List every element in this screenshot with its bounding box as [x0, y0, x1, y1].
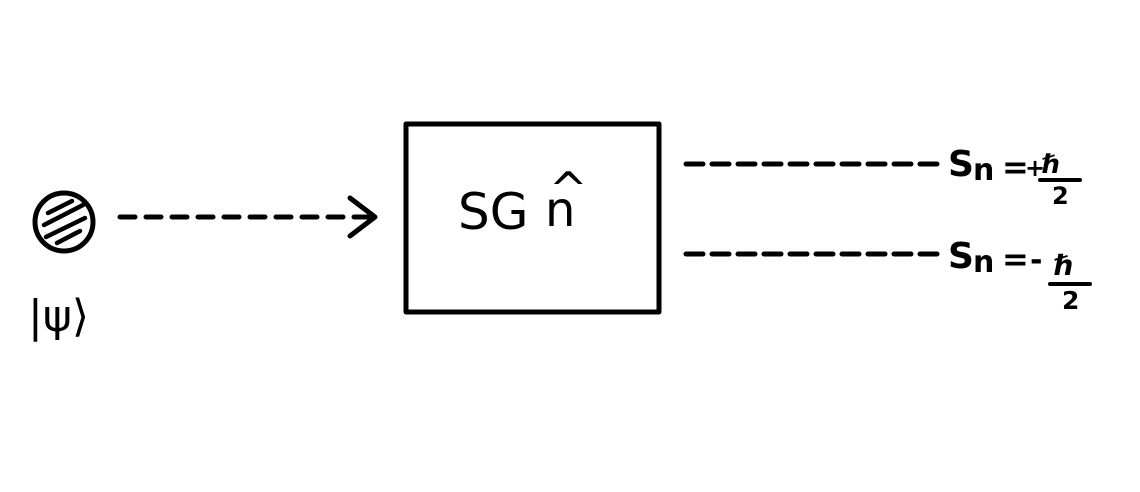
spin-subscript: n: [973, 245, 994, 280]
sg-label: SG: [458, 183, 528, 241]
denominator: 2: [1062, 286, 1079, 315]
hbar-numerator: ℏ: [1054, 249, 1074, 282]
sign-minus: -: [1030, 243, 1042, 278]
sign-plus: +: [1025, 154, 1045, 182]
axis-n: n: [545, 182, 575, 238]
equals-sign: =: [1002, 240, 1029, 278]
spin-symbol: S: [948, 144, 974, 185]
axis-hat: ^: [549, 162, 588, 216]
hbar-numerator: ℏ: [1042, 150, 1061, 180]
equals-sign: =: [1002, 148, 1029, 186]
denominator: 2: [1052, 182, 1069, 210]
spin-up-label: S n = + ℏ 2: [948, 144, 1082, 210]
spin-symbol: S: [948, 236, 974, 277]
state-label: |ψ⟩: [28, 291, 89, 342]
spin-down-label: S n = - ℏ 2: [948, 236, 1092, 315]
spin-subscript: n: [973, 153, 994, 188]
input-beam-arrow: [117, 195, 378, 239]
hatched-circle-icon: [32, 190, 96, 254]
sg-apparatus-box: [403, 121, 662, 315]
